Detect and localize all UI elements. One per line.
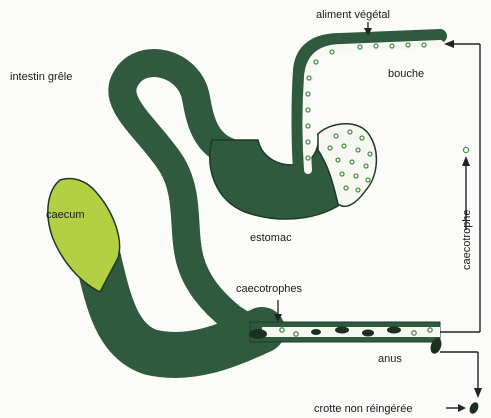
label-caecotrophes: caecotrophes [236,283,303,295]
arrow-to-mouth-icon [444,40,454,48]
final-dropping-icon [468,401,480,415]
caecum [48,179,120,293]
arrow-up-icon [462,156,470,166]
label-bouche: bouche [388,68,424,80]
label-estomac: estomac [250,232,292,244]
dropping-exit-line [440,352,478,392]
label-caecotrophe: caecotrophe [461,209,473,270]
label-crotte-non-reingeree: crotte non réingérée [314,403,412,415]
label-aliment-vegetal: aliment végétal [316,9,390,21]
label-anus: anus [378,353,402,365]
dropping-label-arrow-icon [458,404,466,412]
caecotrophe-pellet-icon [463,147,468,152]
label-intestin-grele: intestin grêle [10,71,72,83]
arrow-down-icon [474,388,482,398]
label-caecum: caecum [46,209,85,221]
caecotrophe-cycle-line [440,44,480,332]
